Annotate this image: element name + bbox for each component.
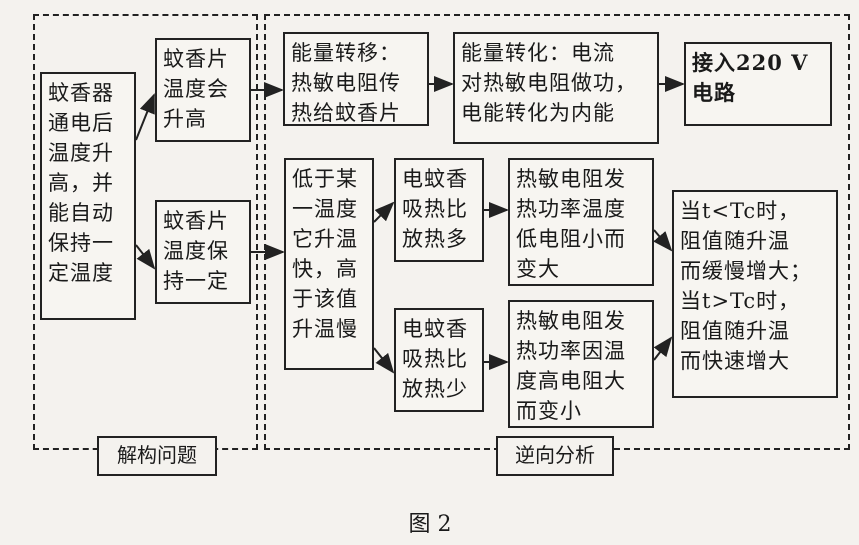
absorb-more-box: 电蚊香 吸热比 放热多 <box>394 158 484 262</box>
energy-convert-box: 能量转化：电流 对热敏电阻做功， 电能转化为内能 <box>453 32 659 144</box>
arrow-main-to-rise <box>135 93 155 141</box>
figure-caption: 图 2 <box>408 512 452 537</box>
heating-rate-box: 低于某 一温度 它升温 快，高 于该值 升温慢 <box>284 158 374 370</box>
circuit-box: 接入220 V 电路 <box>684 42 832 126</box>
main-box: 蚊香器 通电后 温度升 高，并 能自动 保持一 定温度 <box>40 72 136 320</box>
deconstruct-label: 解构问题 <box>97 436 217 476</box>
arrow-power-low-to-conclusion <box>653 229 673 252</box>
conclusion-box: 当t<Tc时， 阻值随升温 而缓慢增大； 当t>Tc时， 阻值随升温 而快速增大 <box>672 190 838 398</box>
reverse-analysis-label: 逆向分析 <box>496 436 614 476</box>
arrow-rate-to-more <box>373 201 395 223</box>
absorb-less-box: 电蚊香 吸热比 放热少 <box>394 308 484 412</box>
arrow-power-high-to-conclusion <box>653 336 673 361</box>
temperature-rise-box: 蚊香片 温度会 升高 <box>155 38 251 142</box>
arrow-main-to-keep <box>135 244 156 270</box>
energy-transfer-box: 能量转移： 热敏电阻传 热给蚊香片 <box>283 32 429 126</box>
temperature-keep-box: 蚊香片 温度保 持一定 <box>155 200 251 304</box>
arrow-rate-to-less <box>373 347 395 374</box>
power-high-temp-box: 热敏电阻发 热功率因温 度高电阻大 而变小 <box>508 300 654 428</box>
power-low-temp-box: 热敏电阻发 热功率温度 低电阻小而 变大 <box>508 158 654 286</box>
